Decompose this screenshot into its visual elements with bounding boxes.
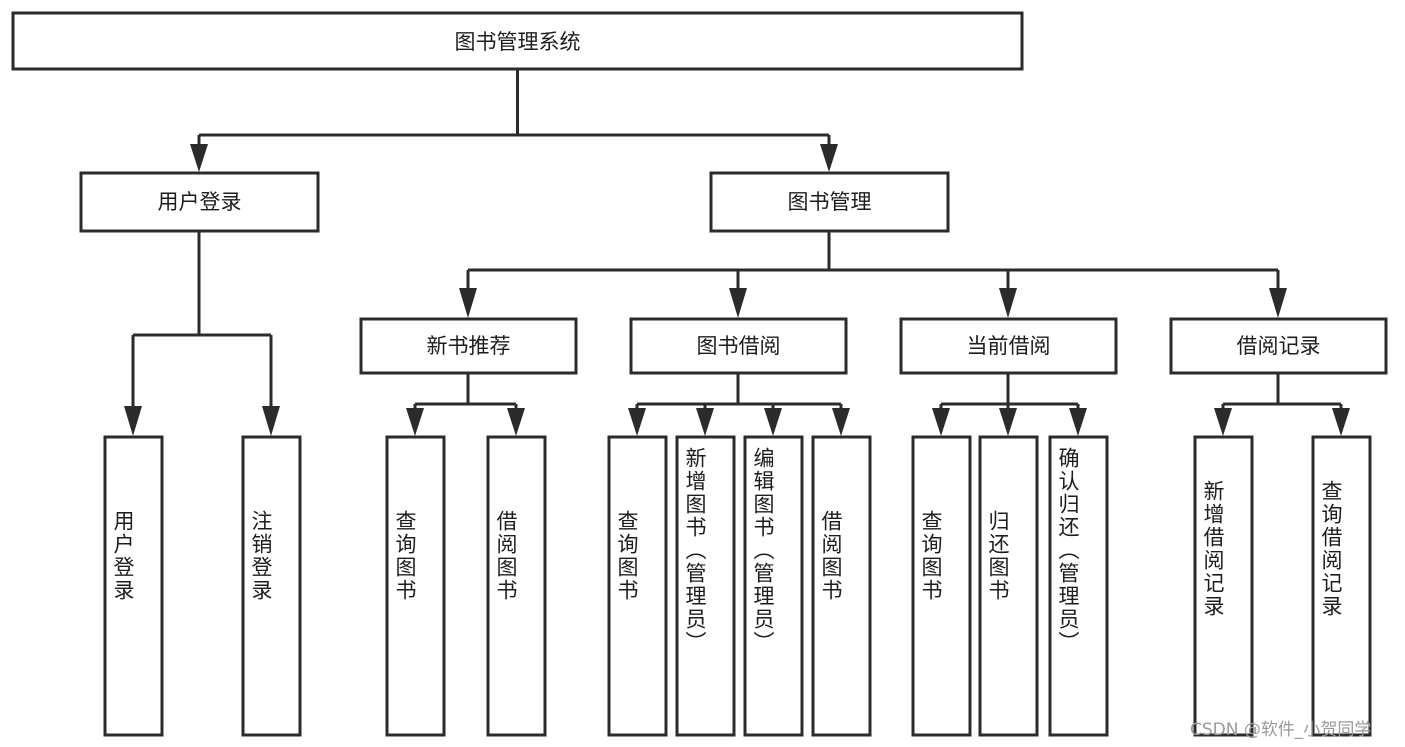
- node-box-leaf-borrow-book-1[interactable]: [486, 435, 547, 737]
- arrow-leaf-borrow-book-2: [832, 408, 850, 436]
- arrow-to-new-book-recommend: [459, 288, 477, 318]
- arrow-leaf-add-record: [1214, 408, 1232, 436]
- arrow-to-user-login: [190, 144, 208, 172]
- arrow-leaf-borrow-book-1: [507, 408, 525, 436]
- connector-layer: [124, 70, 1350, 436]
- node-label-title: 图书管理系统: [455, 30, 581, 54]
- arrow-leaf-query-book-1: [406, 408, 424, 436]
- arrow-leaf-add-book: [696, 408, 714, 436]
- node-box-leaf-confirm-return[interactable]: [1048, 435, 1109, 737]
- node-box-leaf-query-book-2[interactable]: [607, 435, 668, 737]
- arrow-leaf-user-logout: [262, 406, 280, 436]
- node-label-leaf-confirm-return: 确认归还（管理员）: [1056, 447, 1080, 654]
- arrow-leaf-query-book-2: [628, 408, 646, 436]
- node-label-book-management: 图书管理: [788, 190, 872, 214]
- node-box-leaf-user-logout[interactable]: [241, 435, 302, 737]
- node-label-leaf-add-record: 新增借阅记录: [1201, 480, 1225, 618]
- arrow-to-current-borrow: [999, 288, 1017, 318]
- arrow-leaf-query-record: [1332, 408, 1350, 436]
- node-label-leaf-query-book-2: 查询图书: [615, 510, 639, 602]
- node-box-book-management[interactable]: [709, 171, 950, 233]
- node-label-new-book-recommend: 新书推荐: [427, 334, 511, 358]
- arrow-leaf-edit-book: [764, 408, 782, 436]
- node-box-leaf-query-book-1[interactable]: [385, 435, 446, 737]
- node-label-leaf-edit-book: 编辑图书（管理员）: [751, 447, 775, 654]
- node-label-user-login: 用户登录: [158, 190, 242, 214]
- arrow-leaf-query-book-3: [932, 408, 950, 436]
- node-label-leaf-user-login: 用户登录: [111, 510, 135, 602]
- node-label-book-borrow: 图书借阅: [697, 334, 781, 358]
- arrow-to-book-borrow: [729, 288, 747, 318]
- node-box-user-login[interactable]: [79, 171, 320, 233]
- node-label-leaf-query-book-1: 查询图书: [393, 510, 417, 602]
- node-box-leaf-query-record[interactable]: [1311, 435, 1372, 737]
- node-box-leaf-query-book-3[interactable]: [911, 435, 972, 737]
- node-label-leaf-borrow-book-2: 借阅图书: [819, 510, 843, 602]
- node-label-leaf-user-logout: 注销登录: [249, 510, 273, 602]
- arrow-to-book-management: [820, 144, 838, 172]
- arrow-leaf-user-login: [124, 406, 142, 436]
- node-box-title[interactable]: [11, 11, 1024, 71]
- node-box-leaf-add-book[interactable]: [675, 435, 736, 737]
- node-label-leaf-borrow-book-1: 借阅图书: [494, 510, 518, 602]
- node-box-leaf-return-book[interactable]: [978, 435, 1039, 737]
- node-box-borrow-record[interactable]: [1169, 317, 1388, 375]
- node-label-leaf-return-book: 归还图书: [986, 510, 1010, 602]
- node-box-current-borrow[interactable]: [899, 317, 1118, 375]
- node-layer: 图书管理系统 用户登录 图书管理 新书推荐 图书借阅 当前借阅 借阅记录: [11, 11, 1388, 737]
- node-label-leaf-add-book: 新增图书（管理员）: [683, 447, 707, 654]
- node-box-leaf-add-record[interactable]: [1193, 435, 1254, 737]
- arrow-to-borrow-record: [1269, 288, 1287, 318]
- node-box-leaf-user-login[interactable]: [103, 435, 164, 737]
- node-label-leaf-query-record: 查询借阅记录: [1319, 480, 1343, 618]
- node-label-borrow-record: 借阅记录: [1237, 334, 1321, 358]
- node-box-book-borrow[interactable]: [629, 317, 848, 375]
- node-box-leaf-borrow-book-2[interactable]: [811, 435, 872, 737]
- csdn-watermark: CSDN @软件_小贺同学: [1190, 720, 1372, 740]
- node-box-new-book-recommend[interactable]: [359, 317, 578, 375]
- arrow-leaf-return-book: [999, 408, 1017, 436]
- node-label-current-borrow: 当前借阅: [967, 334, 1051, 358]
- node-box-leaf-edit-book[interactable]: [743, 435, 804, 737]
- arrow-leaf-confirm-return: [1069, 408, 1087, 436]
- node-label-leaf-query-book-3: 查询图书: [919, 510, 943, 602]
